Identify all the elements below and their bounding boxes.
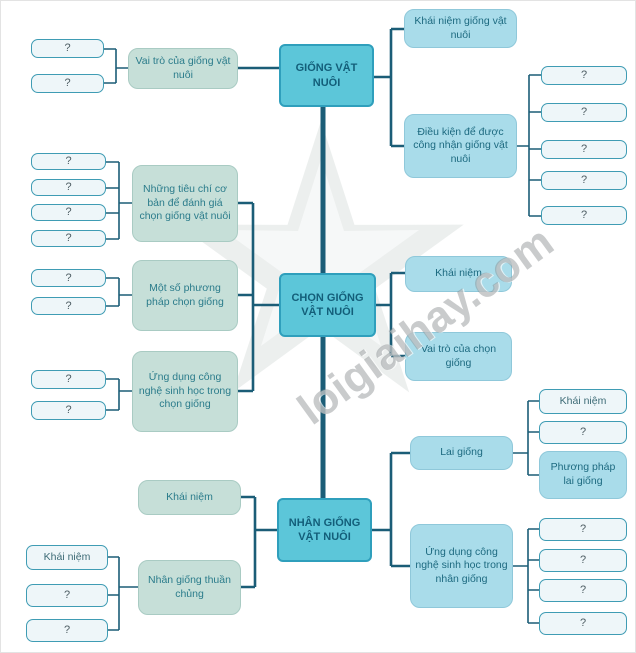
placeholder-box: ? [31, 269, 106, 287]
placeholder-box: ? [31, 179, 106, 196]
branch-lines [238, 27, 410, 589]
node-nhan-giong-vat-nuoi: NHÂN GIỐNG VẬT NUÔI [277, 498, 372, 562]
placeholder-box: ? [539, 612, 627, 635]
leaf-khai-niem-thuan-chung: Khái niệm [26, 545, 108, 570]
placeholder-box: ? [539, 549, 627, 572]
branch-khai-niem-nhan-giong: Khái niệm [138, 480, 241, 515]
leaf-phuong-phap-lai-giong: Phương pháp lai giống [539, 451, 627, 499]
placeholder-box: ? [31, 74, 104, 93]
leaf-khai-niem-lai-giong: Khái niệm [539, 389, 627, 414]
branch-khai-niem-giong: Khái niệm giống vật nuôi [404, 9, 517, 48]
leaf-lines [104, 48, 541, 631]
branch-ung-dung-cnsh-chon-giong: Ứng dụng công nghệ sinh học trong chọn g… [132, 351, 238, 432]
branch-tieu-chi-danh-gia: Những tiêu chí cơ bản để đánh giá chọn g… [132, 165, 238, 242]
branch-dieu-kien-cong-nhan: Điều kiện để được công nhận giống vật nu… [404, 114, 517, 178]
placeholder-box: ? [541, 171, 627, 190]
branch-phuong-phap-chon-giong: Một số phương pháp chọn giống [132, 260, 238, 331]
branch-vai-tro-chon-giong: Vai trò của chọn giống [405, 332, 512, 381]
branch-nhan-giong-thuan-chung: Nhân giống thuần chủng [138, 560, 241, 615]
branch-ung-dung-cnsh-nhan-giong: Ứng dụng công nghệ sinh học trong nhân g… [410, 524, 513, 608]
placeholder-box: ? [541, 140, 627, 159]
branch-khai-niem-chon-giong: Khái niệm [405, 256, 512, 292]
branch-vai-tro-giong: Vai trò của giống vật nuôi [128, 48, 238, 89]
placeholder-box: ? [31, 204, 106, 221]
node-giong-vat-nuoi: GIỐNG VẬT NUÔI [279, 44, 374, 107]
placeholder-box: ? [539, 579, 627, 602]
placeholder-box: ? [31, 297, 106, 315]
placeholder-box: ? [541, 66, 627, 85]
placeholder-box: ? [541, 206, 627, 225]
placeholder-box: ? [541, 103, 627, 122]
placeholder-box: ? [31, 230, 106, 247]
placeholder-box: ? [26, 619, 108, 642]
placeholder-box: ? [539, 421, 627, 444]
placeholder-box: ? [31, 370, 106, 389]
placeholder-box: ? [539, 518, 627, 541]
placeholder-box: ? [26, 584, 108, 607]
placeholder-box: ? [31, 39, 104, 58]
node-chon-giong-vat-nuoi: CHỌN GIỐNG VẬT NUÔI [279, 273, 376, 337]
placeholder-box: ? [31, 401, 106, 420]
branch-lai-giong: Lai giống [410, 436, 513, 470]
placeholder-box: ? [31, 153, 106, 170]
